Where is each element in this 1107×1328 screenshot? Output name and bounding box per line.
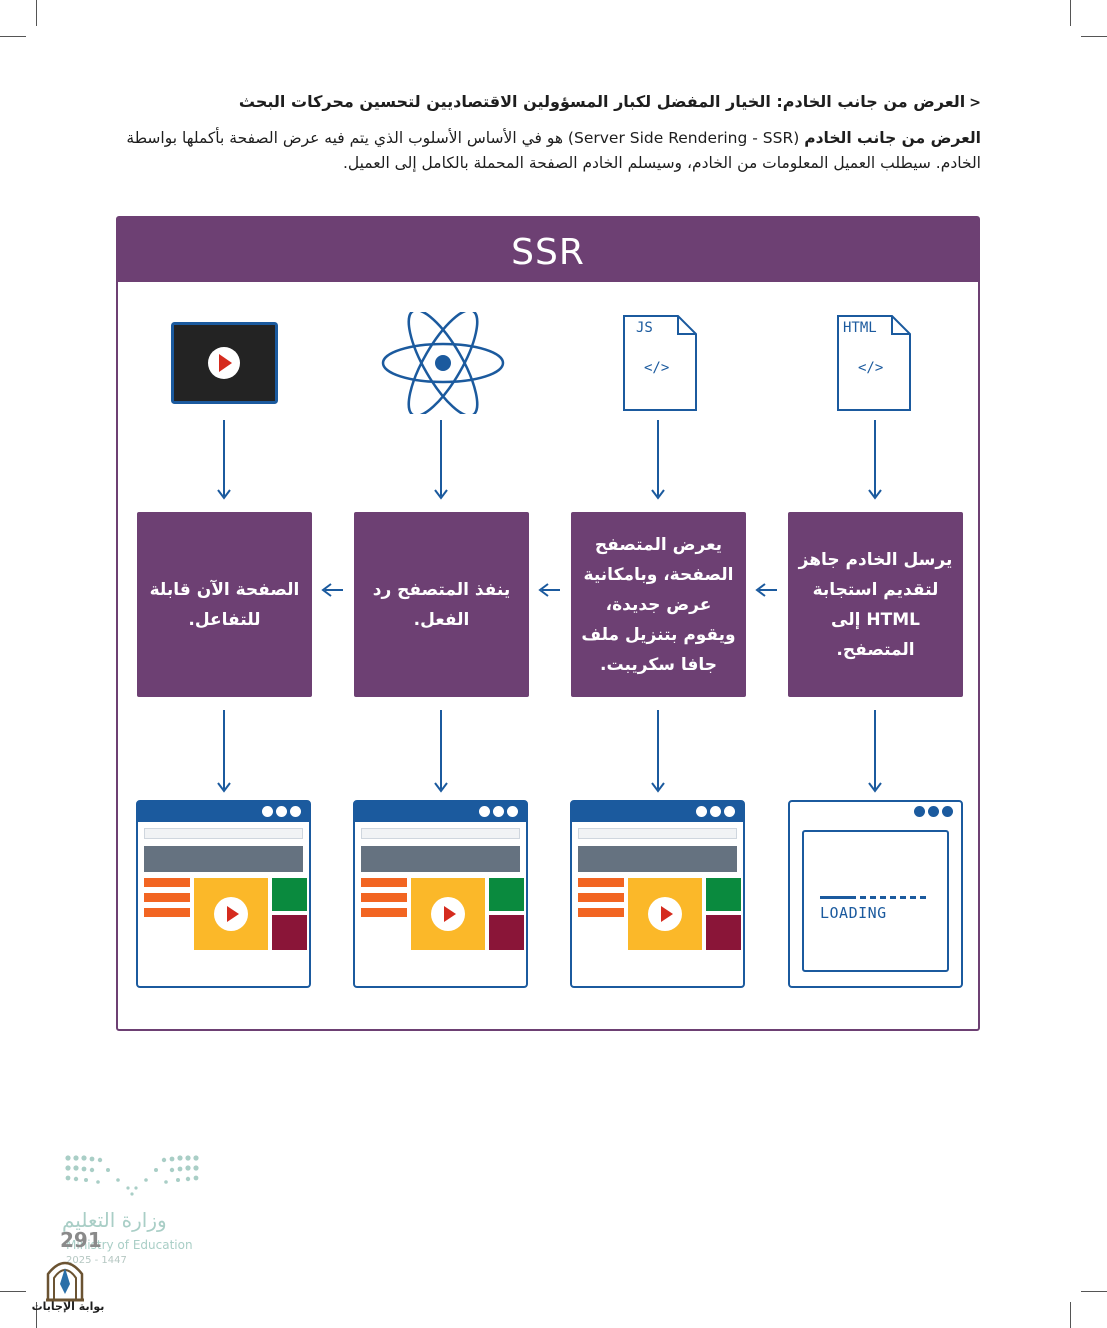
crop-mark xyxy=(1070,1302,1071,1328)
intro-paragraph: العرض من جانب الخادم (Server Side Render… xyxy=(111,126,981,176)
diagram-title: SSR xyxy=(118,218,978,282)
loading-text: LOADING xyxy=(820,904,887,922)
crop-mark xyxy=(36,0,37,26)
orange-line xyxy=(578,893,624,902)
step-box-1: يرسل الخادم جاهز لتقديم استجابة HTML إلى… xyxy=(788,512,963,697)
crop-mark xyxy=(1081,1291,1107,1292)
page-number: 291 xyxy=(60,1228,102,1252)
html-file-label: HTML xyxy=(843,320,877,336)
play-icon xyxy=(214,897,248,931)
maroon-block xyxy=(706,915,741,950)
js-file-code: </> xyxy=(644,360,670,376)
window-dots xyxy=(479,806,518,817)
step-text: يعرض المتصفح الصفحة، وبامكانية عرض جديدة… xyxy=(581,534,736,675)
step-text: يرسل الخادم جاهز لتقديم استجابة HTML إلى… xyxy=(798,549,953,660)
loading-bar xyxy=(820,896,928,900)
site-logo-icon xyxy=(46,1261,84,1302)
maroon-block xyxy=(489,915,524,950)
react-atom-icon xyxy=(381,312,505,414)
ministry-logo-icon xyxy=(65,1155,199,1196)
html-file-icon xyxy=(837,315,911,411)
window-dots xyxy=(914,806,953,817)
video-panel xyxy=(194,878,268,950)
window-dots xyxy=(696,806,735,817)
video-player-icon xyxy=(171,322,278,404)
step-text: الصفحة الآن قابلة للتفاعل. xyxy=(149,579,300,630)
js-file-icon xyxy=(623,315,697,411)
green-block xyxy=(489,878,524,911)
step-box-4: الصفحة الآن قابلة للتفاعل. xyxy=(137,512,312,697)
loading-panel: LOADING xyxy=(802,830,949,972)
browser-window-interactive xyxy=(136,800,311,988)
hero-block xyxy=(578,846,737,872)
ministry-year: 2025 - 1447 xyxy=(66,1255,127,1266)
green-block xyxy=(272,878,307,911)
play-icon xyxy=(431,897,465,931)
js-file-label: JS xyxy=(636,320,653,336)
browser-window-loading: LOADING xyxy=(788,800,963,988)
para-bold-term: العرض من جانب الخادم xyxy=(804,129,981,147)
site-name: بوابة الإجابات xyxy=(31,1300,105,1313)
para-line1: (Server Side Rendering - SSR) هو في الأس… xyxy=(126,129,805,147)
crop-mark xyxy=(1081,36,1107,37)
address-bar xyxy=(361,828,520,839)
orange-line xyxy=(361,893,407,902)
hero-block xyxy=(144,846,303,872)
maroon-block xyxy=(272,915,307,950)
video-panel xyxy=(411,878,485,950)
orange-line xyxy=(361,908,407,917)
crop-mark xyxy=(0,36,26,37)
step-box-2: يعرض المتصفح الصفحة، وبامكانية عرض جديدة… xyxy=(571,512,746,697)
browser-window-rendered xyxy=(570,800,745,988)
crop-mark xyxy=(1070,0,1071,26)
orange-line xyxy=(144,908,190,917)
heading-marker: < xyxy=(969,95,981,111)
green-block xyxy=(706,878,741,911)
orange-line xyxy=(578,878,624,887)
ssr-diagram-frame: SSR xyxy=(116,216,980,1031)
section-heading: <العرض من جانب الخادم: الخيار المفضل لكب… xyxy=(121,92,981,111)
ministry-name-en: Ministry of Education xyxy=(66,1238,193,1252)
play-icon xyxy=(648,897,682,931)
orange-line xyxy=(361,878,407,887)
browser-window-rendered xyxy=(353,800,528,988)
video-panel xyxy=(628,878,702,950)
address-bar xyxy=(144,828,303,839)
crop-mark xyxy=(36,1302,37,1328)
ministry-name-ar: وزارة التعليم xyxy=(62,1208,167,1232)
address-bar xyxy=(578,828,737,839)
orange-line xyxy=(144,893,190,902)
heading-text: العرض من جانب الخادم: الخيار المفضل لكبا… xyxy=(238,92,966,111)
step-box-3: ينفذ المتصفح رد الفعل. xyxy=(354,512,529,697)
html-file-code: </> xyxy=(858,360,884,376)
crop-mark xyxy=(0,1291,26,1292)
orange-line xyxy=(144,878,190,887)
window-dots xyxy=(262,806,301,817)
orange-line xyxy=(578,908,624,917)
para-line2: الخادم. سيطلب العميل المعلومات من الخادم… xyxy=(342,154,981,172)
hero-block xyxy=(361,846,520,872)
step-text: ينفذ المتصفح رد الفعل. xyxy=(372,579,511,630)
